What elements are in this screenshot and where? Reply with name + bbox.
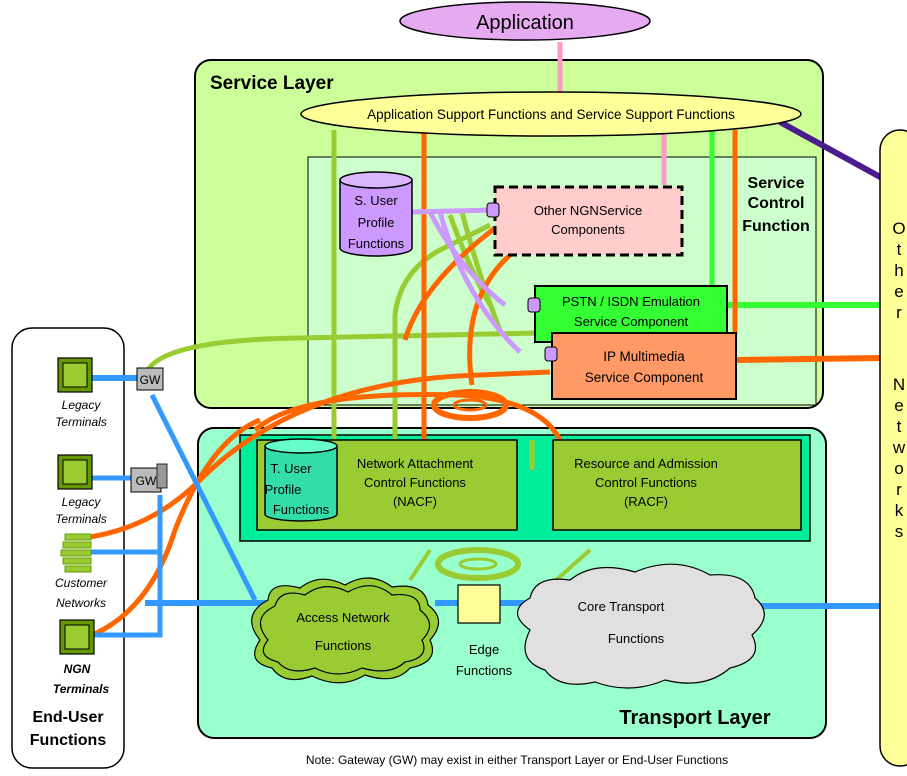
orange-ring xyxy=(431,389,509,421)
s-user-profile-line1: S. User xyxy=(354,193,398,208)
ngn-line2: Terminals xyxy=(53,682,110,696)
svg-text:e: e xyxy=(894,282,903,301)
customer-line1: Customer xyxy=(55,576,108,590)
service-control-line2: Control xyxy=(748,195,805,212)
access-network-cloud xyxy=(251,577,440,684)
nacf-line3: (NACF) xyxy=(393,494,437,509)
transport-layer-title: Transport Layer xyxy=(619,707,770,729)
end-user-line1: End-User xyxy=(32,709,103,726)
db-icons xyxy=(486,202,558,362)
customer-network-icon xyxy=(60,533,92,573)
footnote: Note: Gateway (GW) may exist in either T… xyxy=(306,753,728,767)
core-line1: Core Transport xyxy=(578,599,665,614)
s-user-profile-line3: Functions xyxy=(348,236,405,251)
svg-text:GW: GW xyxy=(140,373,161,387)
ngn-terminal-icon xyxy=(59,619,95,655)
gw-box-2: GW xyxy=(130,463,168,493)
other-networks-pill xyxy=(879,129,907,767)
svg-text:r: r xyxy=(896,303,902,322)
service-layer-title: Service Layer xyxy=(210,73,334,94)
legacy-terminal-2-icon xyxy=(57,454,93,490)
svg-text:r: r xyxy=(896,480,902,499)
legacy-1-line2: Terminals xyxy=(55,415,107,429)
gw-box-1: GW xyxy=(136,367,164,391)
s-user-profile-cylinder xyxy=(339,171,413,257)
ims-box xyxy=(551,332,737,400)
racf-line1: Resource and Admission xyxy=(574,456,718,471)
support-functions-ellipse xyxy=(300,91,802,137)
core-line2: Functions xyxy=(608,631,665,646)
svg-text:h: h xyxy=(894,261,903,280)
application-ellipse xyxy=(399,1,651,41)
t-user-profile-line2: Profile xyxy=(265,482,302,497)
service-control-line1: Service xyxy=(748,175,805,192)
svg-text:o: o xyxy=(894,459,903,478)
support-functions-label: Application Support Functions and Servic… xyxy=(367,107,735,122)
racf-line2: Control Functions xyxy=(595,475,697,490)
connection-lines xyxy=(81,42,884,638)
other-ngn-line2: Components xyxy=(551,222,625,237)
svg-text:s: s xyxy=(895,522,904,541)
ims-line2: Service Component xyxy=(585,370,704,385)
nacf-line2: Control Functions xyxy=(364,475,466,490)
other-networks-label: O t h e r N e t w o r k s xyxy=(892,219,906,541)
pstn-line1: PSTN / ISDN Emulation xyxy=(562,294,700,309)
racf-line3: (RACF) xyxy=(624,494,668,509)
legacy-1-line1: Legacy xyxy=(62,398,102,412)
access-network-line1: Access Network xyxy=(296,610,390,625)
edge-line2: Functions xyxy=(456,663,513,678)
transport-ring xyxy=(435,547,521,581)
ims-line1: IP Multimedia xyxy=(603,349,685,364)
pstn-line2: Service Component xyxy=(574,314,689,329)
other-ngn-box xyxy=(493,185,684,257)
svg-text:k: k xyxy=(895,501,904,520)
legacy-2-line1: Legacy xyxy=(62,495,102,509)
svg-text:GW: GW xyxy=(136,474,157,488)
edge-box xyxy=(457,584,501,624)
t-user-profile-cylinder xyxy=(264,438,338,522)
svg-text:O: O xyxy=(892,219,905,238)
other-ngn-line1: Other NGNService xyxy=(534,203,642,218)
t-user-profile-line3: Functions xyxy=(273,502,330,517)
access-network-line2: Functions xyxy=(315,638,372,653)
svg-text:t: t xyxy=(897,240,902,259)
ngn-line1: NGN xyxy=(64,662,91,676)
t-user-profile-line1: T. User xyxy=(270,461,312,476)
legacy-terminal-1-icon xyxy=(57,357,93,393)
svg-text:t: t xyxy=(897,417,902,436)
nacf-line1: Network Attachment xyxy=(357,456,474,471)
service-control-line3: Function xyxy=(742,218,810,235)
customer-line2: Networks xyxy=(56,596,106,610)
purple-link xyxy=(778,119,884,181)
racf-box xyxy=(552,439,802,531)
svg-text:N: N xyxy=(893,375,905,394)
end-user-line2: Functions xyxy=(30,732,107,749)
core-transport-cloud xyxy=(516,563,765,689)
application-label: Application xyxy=(476,12,574,34)
svg-text:e: e xyxy=(894,396,903,415)
legacy-2-line2: Terminals xyxy=(55,512,107,526)
s-user-profile-line2: Profile xyxy=(358,215,395,230)
svg-text:w: w xyxy=(892,438,906,457)
edge-line1: Edge xyxy=(469,642,499,657)
